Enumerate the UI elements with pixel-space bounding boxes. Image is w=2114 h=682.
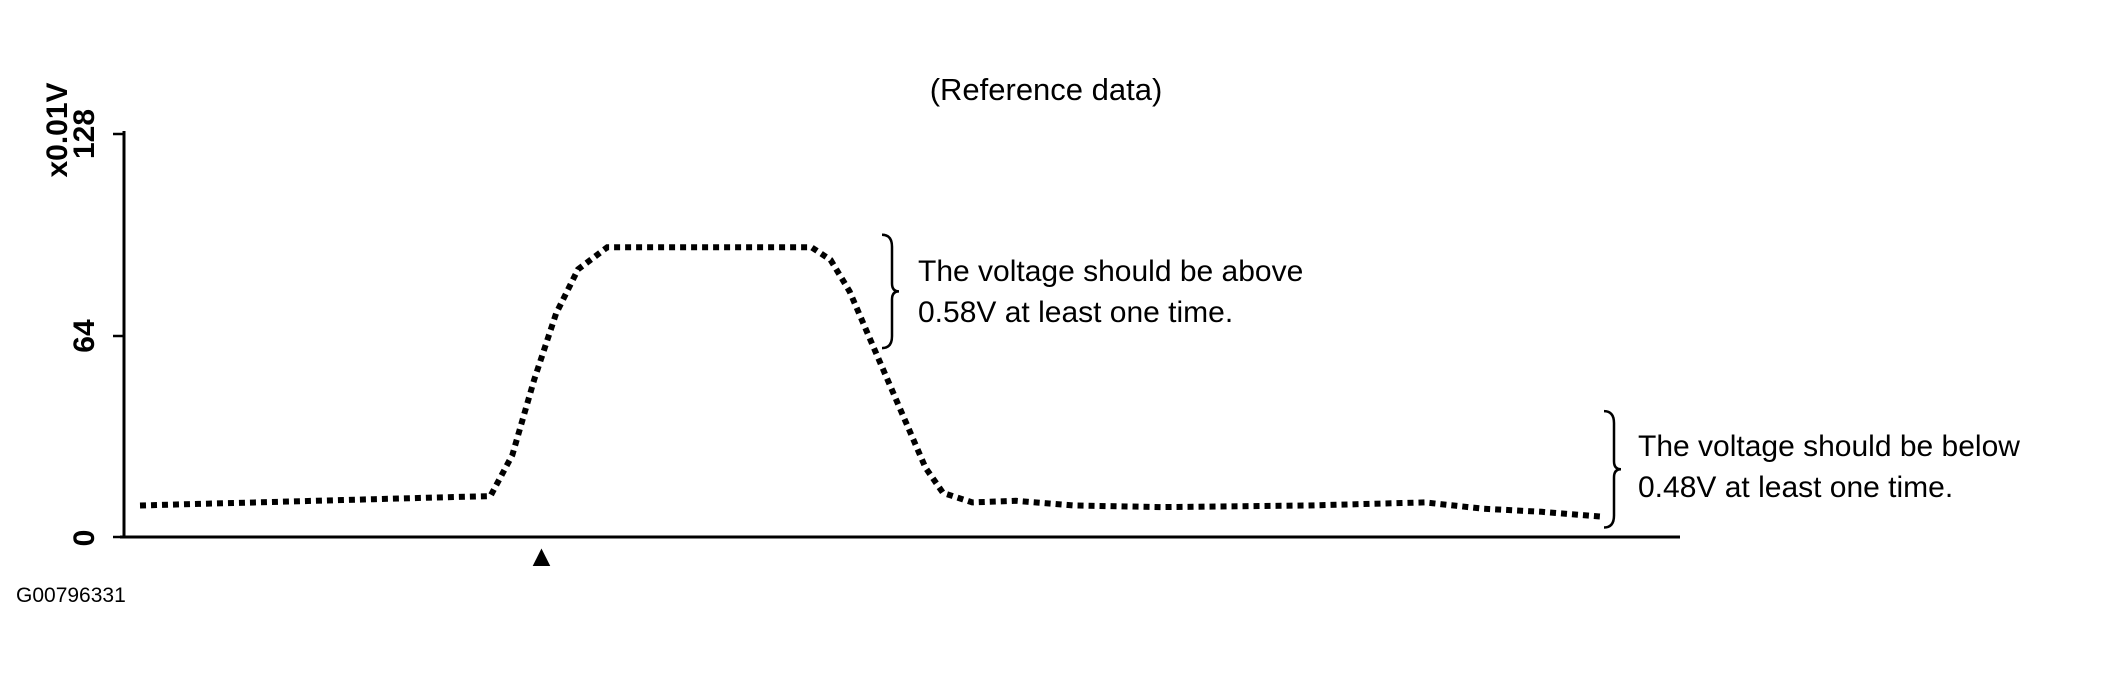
annotation-below-line1: The voltage should be below [1638, 430, 2020, 463]
y-tick-label-128: 128 [68, 109, 101, 159]
y-tick-label-0: 0 [68, 530, 101, 547]
annotation-above-line1: The voltage should be above [918, 255, 1303, 288]
figure-id: G00796331 [16, 584, 126, 607]
y-ticks: 128 64 0 [68, 109, 124, 546]
trigger-marker: ▲ [527, 540, 557, 573]
annotation-below-line2: 0.48V at least one time. [1638, 471, 1953, 504]
chart-title: (Reference data) [930, 72, 1163, 107]
annotation-above: The voltage should be above 0.58V at lea… [881, 233, 1303, 350]
annotation-above-line2: 0.58V at least one time. [918, 296, 1233, 329]
y-axis-label: x0.01V [41, 82, 74, 177]
brace-above [881, 233, 900, 350]
annotation-below: The voltage should be below 0.48V at lea… [1603, 409, 2020, 529]
voltage-series-line [139, 244, 1601, 520]
brace-below [1603, 409, 1622, 529]
y-tick-label-64: 64 [68, 319, 101, 353]
